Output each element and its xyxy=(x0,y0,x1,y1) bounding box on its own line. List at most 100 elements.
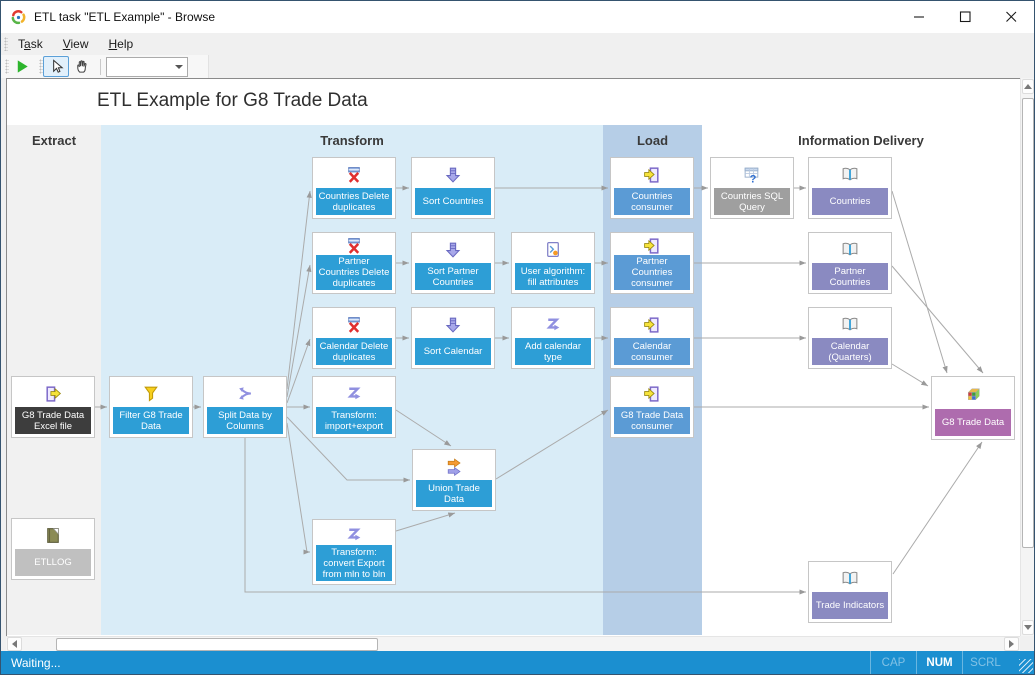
sort-arrow-icon xyxy=(443,311,463,338)
triangle-right-icon xyxy=(1009,640,1014,648)
scroll-down-button[interactable] xyxy=(1022,620,1034,635)
delete-duplicates-icon xyxy=(344,311,364,338)
num-lock-indicator: NUM xyxy=(916,651,962,674)
diagram-canvas[interactable]: ETL Example for G8 Trade Data Extract Tr… xyxy=(6,78,1020,636)
triangle-left-icon xyxy=(12,640,17,648)
caps-lock-indicator: CAP xyxy=(870,651,916,674)
status-message: Waiting... xyxy=(11,655,61,670)
lane-header-extract: Extract xyxy=(31,132,77,148)
app-icon xyxy=(11,9,26,24)
close-icon xyxy=(1005,11,1017,23)
run-button[interactable] xyxy=(9,56,35,77)
transform-z-icon xyxy=(543,311,563,338)
transform-z-icon xyxy=(344,380,364,407)
hand-icon xyxy=(76,60,87,73)
lane-header-delivery: Information Delivery xyxy=(798,132,924,148)
node-g8-consumer[interactable]: G8 Trade Data consumer xyxy=(610,376,694,438)
maximize-icon xyxy=(959,11,971,23)
diagram-title: ETL Example for G8 Trade Data xyxy=(97,90,368,111)
union-arrows-icon xyxy=(444,453,464,480)
pan-tool-button[interactable] xyxy=(69,56,95,77)
node-filter[interactable]: Filter G8 Trade Data xyxy=(109,376,193,438)
node-partner-countries-output[interactable]: Partner Countries xyxy=(808,232,892,294)
window-resize-grip[interactable] xyxy=(1019,659,1033,673)
consumer-door-icon xyxy=(642,161,662,188)
sql-query-icon xyxy=(742,161,762,188)
menu-task[interactable]: Task xyxy=(18,37,43,51)
node-countries-output[interactable]: Countries xyxy=(808,157,892,219)
split-arrows-icon xyxy=(235,380,255,407)
select-tool-button[interactable] xyxy=(43,56,69,77)
node-countries-delete-duplicates[interactable]: Countries Delete duplicates xyxy=(312,157,396,219)
toolbar-grip-2[interactable] xyxy=(39,59,43,74)
menubar: Task View Help xyxy=(1,33,1034,55)
user-algorithm-icon xyxy=(543,236,563,263)
export-file-icon xyxy=(43,380,63,407)
horizontal-scrollbar[interactable] xyxy=(6,636,1020,652)
node-add-calendar-type[interactable]: Add calendar type xyxy=(511,307,595,369)
close-button[interactable] xyxy=(988,1,1034,33)
scroll-up-button[interactable] xyxy=(1022,79,1034,94)
lane-header-transform: Transform xyxy=(320,132,384,148)
cube-icon xyxy=(963,380,983,409)
menu-help[interactable]: Help xyxy=(108,37,134,51)
scroll-right-button[interactable] xyxy=(1004,637,1019,651)
book-icon xyxy=(840,161,860,188)
node-sort-partner-countries[interactable]: Sort Partner Countries xyxy=(411,232,495,294)
book-icon xyxy=(840,565,860,592)
node-calendar-delete-duplicates[interactable]: Calendar Delete duplicates xyxy=(312,307,396,369)
node-partner-consumer[interactable]: Partner Countries consumer xyxy=(610,232,694,294)
triangle-up-icon xyxy=(1024,84,1032,89)
scroll-left-button[interactable] xyxy=(7,637,22,651)
vertical-scrollbar-thumb[interactable] xyxy=(1022,98,1034,548)
node-etllog[interactable]: ETLLOG xyxy=(11,518,95,580)
toolbar-grip[interactable] xyxy=(5,59,9,74)
delete-duplicates-icon xyxy=(344,161,364,188)
delete-duplicates-icon xyxy=(344,236,364,255)
minimize-button[interactable] xyxy=(896,1,942,33)
chevron-down-icon xyxy=(175,64,183,69)
node-user-algorithm[interactable]: User algorithm: fill attributes xyxy=(511,232,595,294)
sort-arrow-icon xyxy=(443,161,463,188)
minimize-icon xyxy=(913,16,925,18)
funnel-icon xyxy=(141,380,161,407)
consumer-door-icon xyxy=(642,380,662,407)
titlebar: ETL task "ETL Example" - Browse xyxy=(1,1,1034,33)
sort-arrow-icon xyxy=(443,236,463,263)
horizontal-scrollbar-thumb[interactable] xyxy=(56,638,378,651)
maximize-button[interactable] xyxy=(942,1,988,33)
node-split[interactable]: Split Data by Columns xyxy=(203,376,287,438)
node-sort-calendar[interactable]: Sort Calendar xyxy=(411,307,495,369)
statusbar: Waiting... CAP NUM SCRL xyxy=(1,651,1034,674)
node-excel-file[interactable]: G8 Trade Data Excel file xyxy=(11,376,95,438)
play-icon xyxy=(17,60,28,73)
window-title: ETL task "ETL Example" - Browse xyxy=(34,10,216,24)
flow-edges xyxy=(95,185,984,595)
node-trade-indicators[interactable]: Trade Indicators xyxy=(808,561,892,623)
menubar-grip[interactable] xyxy=(4,37,8,51)
node-transform-import-export[interactable]: Transform: import+export xyxy=(312,376,396,438)
scroll-lock-indicator: SCRL xyxy=(962,651,1008,674)
book-icon xyxy=(840,236,860,263)
consumer-door-icon xyxy=(642,311,662,338)
node-calendar-quarters[interactable]: Calendar (Quarters) xyxy=(808,307,892,369)
vertical-scrollbar[interactable] xyxy=(1020,78,1034,636)
node-countries-sql-query[interactable]: Countries SQL Query xyxy=(710,157,794,219)
menu-view[interactable]: View xyxy=(62,37,89,51)
consumer-door-icon xyxy=(642,236,662,255)
cursor-icon xyxy=(52,59,63,73)
log-book-icon xyxy=(43,522,63,549)
node-union-trade-data[interactable]: Union Trade Data xyxy=(412,449,496,511)
node-partner-delete-duplicates[interactable]: Partner Countries Delete duplicates xyxy=(312,232,396,294)
triangle-down-icon xyxy=(1024,625,1032,630)
node-sort-countries[interactable]: Sort Countries xyxy=(411,157,495,219)
zoom-combobox[interactable] xyxy=(106,56,188,77)
node-g8-trade-data-cube[interactable]: G8 Trade Data xyxy=(931,376,1015,440)
transform-z-icon xyxy=(344,523,364,545)
node-transform-convert[interactable]: Transform: convert Export from mln to bl… xyxy=(312,519,396,585)
node-calendar-consumer[interactable]: Calendar consumer xyxy=(610,307,694,369)
combobox-dropdown-button[interactable] xyxy=(171,58,187,76)
node-countries-consumer[interactable]: Countries consumer xyxy=(610,157,694,219)
toolbar-separator xyxy=(100,58,101,75)
